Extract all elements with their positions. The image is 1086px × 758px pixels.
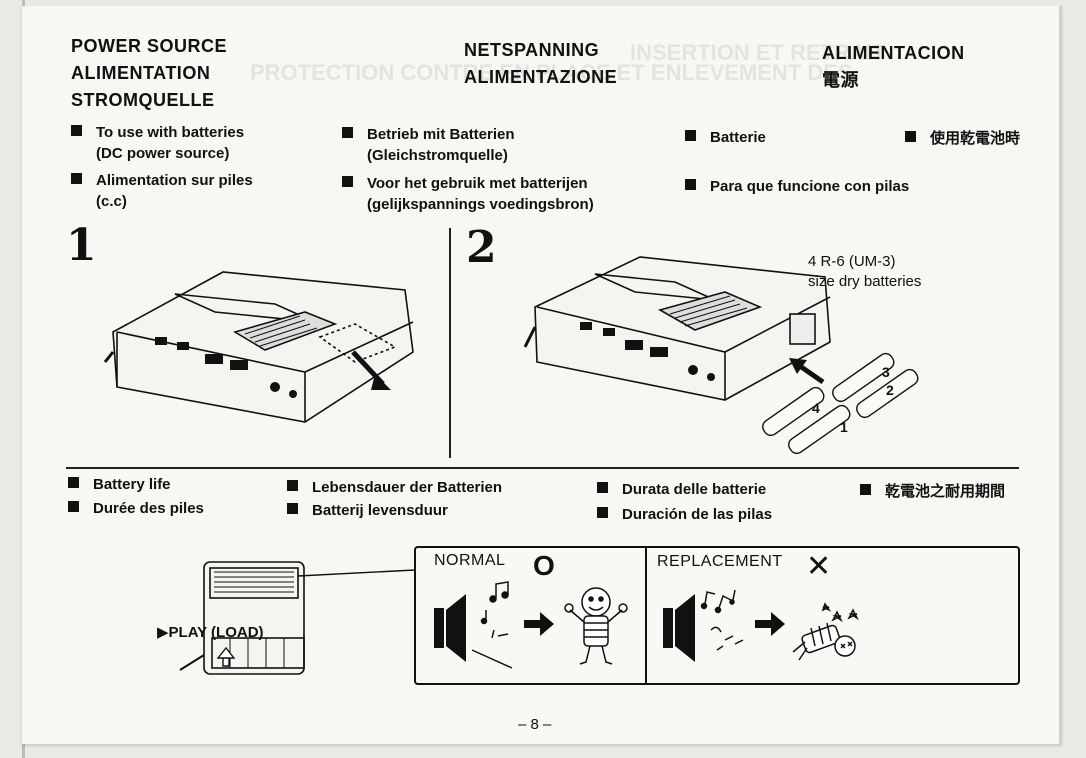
battery-number-label: 4 <box>812 400 820 416</box>
battery-life-nl: Batterij levensduur <box>287 500 448 521</box>
heading-alimentacion: ALIMENTACION <box>822 43 965 63</box>
battery-life-es-text: Duración de las pilas <box>622 506 773 523</box>
heading-col2: NETSPANNING ALIMENTAZIONE <box>464 37 617 91</box>
item-ja: 使用乾電池時 <box>905 128 1020 149</box>
item-it: Batterie <box>685 127 766 148</box>
battery-life-fr: Durée des piles <box>68 498 204 519</box>
arrow-right-icon <box>755 612 785 636</box>
distorted-notes-icon <box>700 589 744 651</box>
happy-robot-icon <box>564 587 628 665</box>
bullet-icon <box>342 176 353 187</box>
battery-number-label: 3 <box>882 364 890 380</box>
bullet-icon <box>597 507 608 518</box>
battery-life-it: Durata delle batterie <box>597 479 766 500</box>
battery-type-line2: size dry batteries <box>808 273 922 290</box>
battery-type-line1: 4 R-6 (UM-3) <box>808 253 896 270</box>
battery-life-de-text: Lebensdauer der Batterien <box>312 479 503 496</box>
battery-type-note: 4 R-6 (UM-3) size dry batteries <box>808 252 921 292</box>
bullet-icon <box>685 179 696 190</box>
item-fr-line2: (c.c) <box>96 193 127 210</box>
heading-netspanning: NETSPANNING <box>464 40 600 60</box>
item-en-line1: To use with batteries <box>96 124 245 141</box>
bullet-icon <box>287 480 298 491</box>
normal-sound-illustration <box>434 581 628 669</box>
normal-label: NORMAL <box>434 552 506 569</box>
item-fr: Alimentation sur piles (c.c) <box>71 170 253 212</box>
heading-col3: ALIMENTACION 電源 <box>822 40 965 94</box>
battery-life-es: Duración de las pilas <box>597 504 772 525</box>
fallen-robot-icon <box>792 602 859 661</box>
bullet-icon <box>860 484 871 495</box>
ok-mark: O <box>533 550 555 581</box>
battery-number-label: 1 <box>840 419 848 435</box>
battery-life-ja: 乾電池之耐用期間 <box>860 481 1005 502</box>
item-de: Betrieb mit Batterien (Gleichstromquelle… <box>342 124 515 166</box>
section-divider <box>66 467 1019 469</box>
battery-cells-illustration: 4 1 3 2 <box>762 352 919 455</box>
bullet-icon <box>685 130 696 141</box>
item-de-line2: (Gleichstromquelle) <box>367 147 508 164</box>
item-nl-line2: (gelijkspannings voedingsbron) <box>367 196 594 213</box>
ng-mark: ✕ <box>806 550 832 583</box>
item-es-text: Para que funcione con pilas <box>710 178 910 195</box>
item-nl-line1: Voor het gebruik met batterijen <box>367 175 588 192</box>
bullet-icon <box>342 127 353 138</box>
bullet-icon <box>71 173 82 184</box>
item-nl: Voor het gebruik met batterijen (gelijks… <box>342 173 594 215</box>
bullet-icon <box>905 131 916 142</box>
item-en: To use with batteries (DC power source) <box>71 122 244 164</box>
battery-status-box <box>414 546 1020 685</box>
arrow-right-icon <box>524 612 554 636</box>
item-it-text: Batterie <box>710 129 766 146</box>
replacement-sound-illustration <box>663 589 859 662</box>
battery-life-de: Lebensdauer der Batterien <box>287 477 502 498</box>
step-number-1: 1 <box>66 220 97 271</box>
item-en-line2: (DC power source) <box>96 145 230 162</box>
battery-life-fr-text: Durée des piles <box>93 500 204 517</box>
item-de-line1: Betrieb mit Batterien <box>367 126 515 143</box>
vertical-divider <box>449 228 451 458</box>
battery-life-it-text: Durata delle batterie <box>622 481 767 498</box>
heading-power-source: POWER SOURCE <box>71 36 228 56</box>
bullet-icon <box>68 501 79 512</box>
bullet-icon <box>287 503 298 514</box>
heading-japanese-power: 電源 <box>822 70 859 91</box>
item-ja-text: 使用乾電池時 <box>930 129 1021 147</box>
item-es: Para que funcione con pilas <box>685 176 909 197</box>
bleed-through-text: PROTECTION CONTRE EN PLACE ET ENLEVEMENT… <box>250 60 853 85</box>
item-fr-line1: Alimentation sur piles <box>96 172 253 189</box>
speaker-icon <box>663 594 695 662</box>
page-number: – 8 – <box>518 716 552 733</box>
play-load-label: ▶PLAY (LOAD) <box>157 624 264 641</box>
battery-life-en-text: Battery life <box>93 476 171 493</box>
heading-alimentazione: ALIMENTAZIONE <box>464 67 618 87</box>
bullet-icon <box>597 482 608 493</box>
heading-stromquelle: STROMQUELLE <box>71 90 215 110</box>
battery-number-label: 2 <box>886 382 894 398</box>
music-notes-icon <box>471 581 513 669</box>
battery-life-nl-text: Batterij levensduur <box>312 502 448 519</box>
box-divider <box>645 546 647 685</box>
step-number-2: 2 <box>466 222 497 273</box>
speaker-icon <box>434 594 466 662</box>
bullet-icon <box>68 477 79 488</box>
bullet-icon <box>71 125 82 136</box>
recorder-illustration-step1 <box>103 271 414 423</box>
battery-life-ja-text: 乾電池之耐用期間 <box>885 482 1006 500</box>
bleed-through-text-2: INSERTION ET RETRAIT <box>630 40 886 65</box>
battery-life-en: Battery life <box>68 474 171 495</box>
replacement-label: REPLACEMENT <box>657 553 783 570</box>
heading-col1: POWER SOURCE ALIMENTATION STROMQUELLE <box>71 33 227 114</box>
play-recorder-illustration <box>179 561 416 675</box>
recorder-illustration-step2 <box>523 256 831 401</box>
heading-alimentation: ALIMENTATION <box>71 63 211 83</box>
